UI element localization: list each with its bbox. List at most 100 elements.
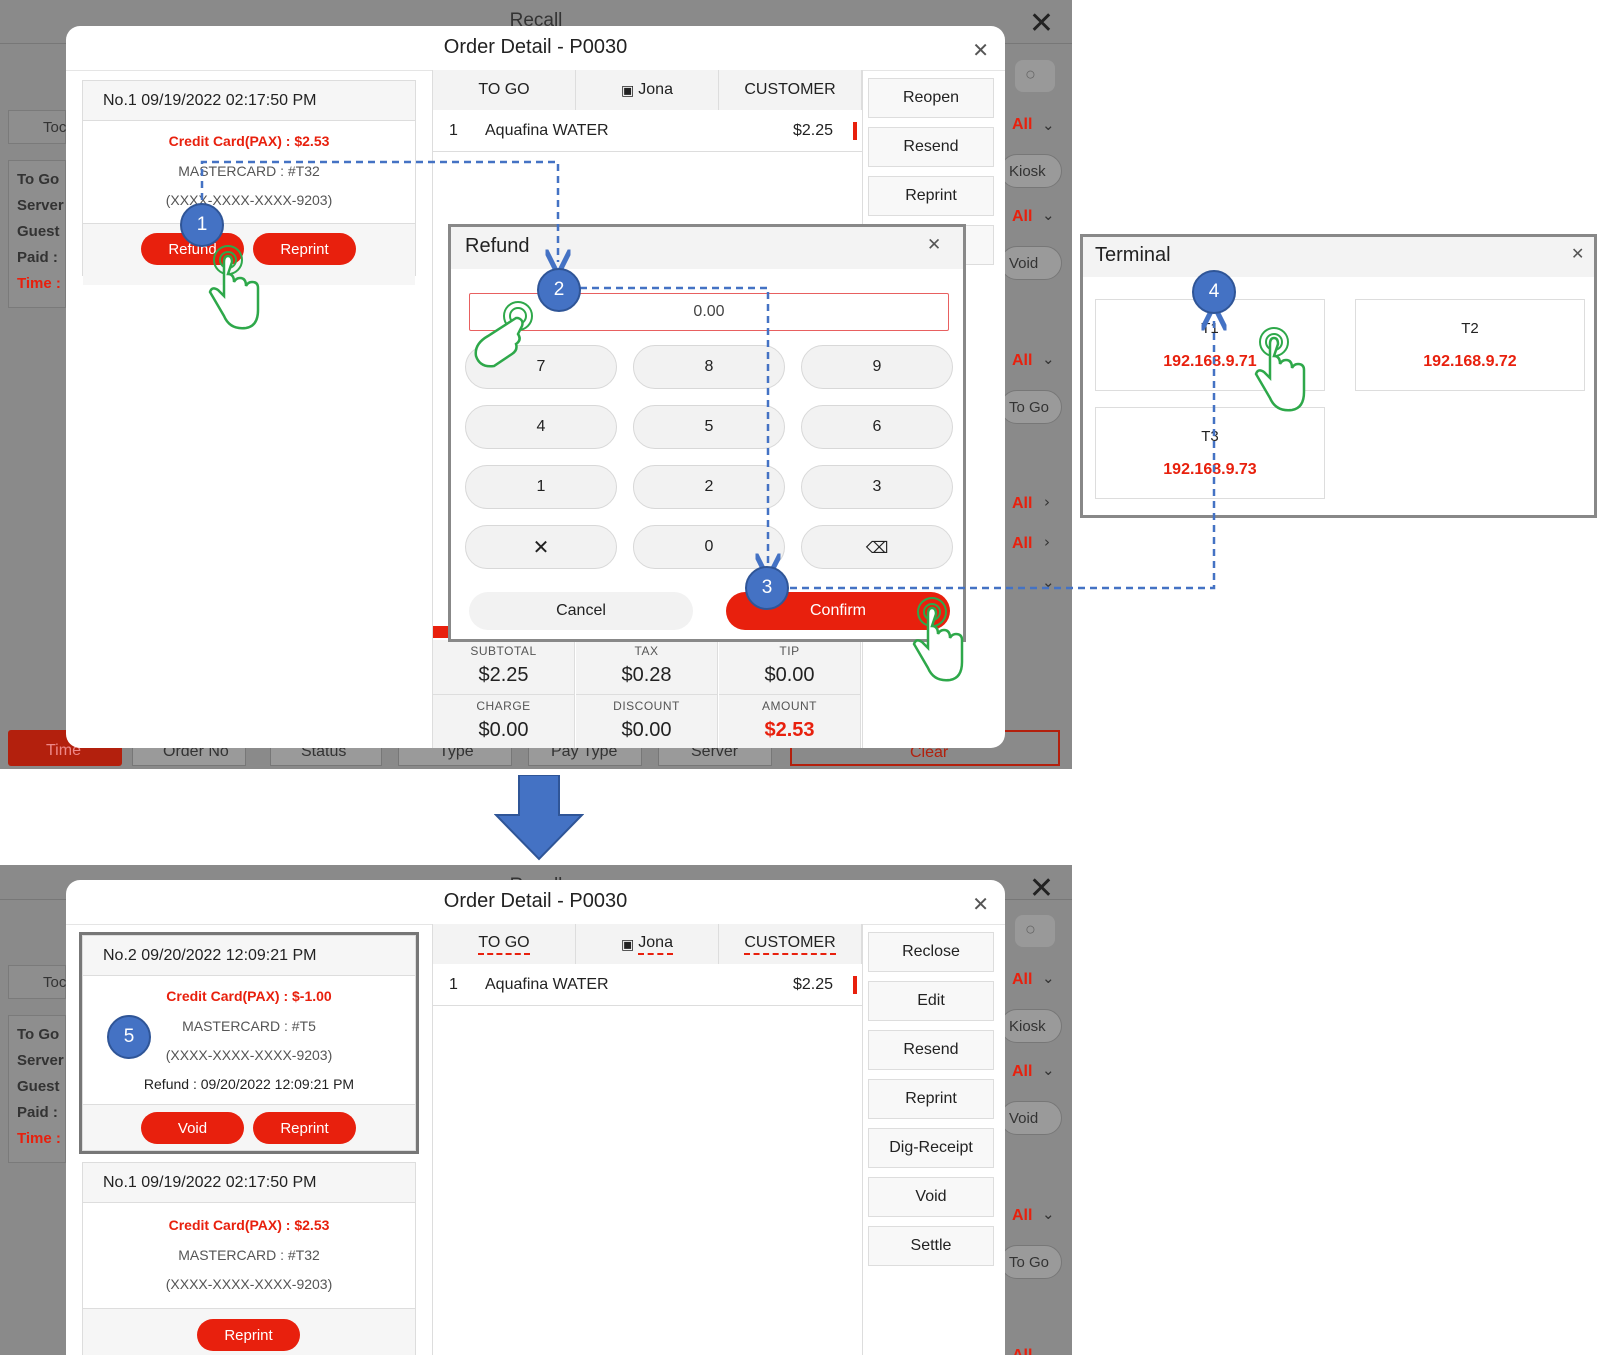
charge-cell: CHARGE$0.00 — [433, 694, 575, 748]
step-1-marker: 1 — [180, 203, 224, 247]
customer-header[interactable]: CUSTOMER — [719, 924, 862, 964]
key-5[interactable]: 5 — [633, 405, 785, 449]
left-tab[interactable]: Toc — [8, 965, 66, 999]
chevron-down-icon[interactable]: ⌄ — [1042, 1205, 1055, 1223]
server-header[interactable]: ▣Jona — [576, 924, 719, 964]
reclose-button[interactable]: Reclose — [868, 932, 994, 972]
void-button[interactable]: Void — [141, 1112, 244, 1144]
dig-receipt-button[interactable]: Dig-Receipt — [868, 1128, 994, 1168]
modal-title: Order Detail - P0030 — [443, 890, 628, 912]
badge-icon: ▣ — [621, 935, 635, 952]
chevron-down-icon[interactable]: ⌄ — [1042, 206, 1055, 224]
payment-method: Credit Card(PAX) : $2.53 — [168, 1217, 330, 1233]
key-9[interactable]: 9 — [801, 345, 953, 389]
backspace-icon[interactable]: ⌫ — [801, 525, 953, 569]
refund-title: Refund — [465, 235, 530, 257]
chevron-right-icon[interactable]: › — [1044, 533, 1050, 551]
pill-void[interactable]: Void — [1000, 246, 1062, 280]
payment-method: Credit Card(PAX) : $-1.00 — [166, 988, 332, 1004]
pill-kiosk[interactable]: Kiosk — [1000, 1009, 1062, 1043]
card-type: MASTERCARD : #T32 — [178, 163, 320, 179]
filter-all[interactable]: All — [1012, 1347, 1032, 1355]
pill-to-go[interactable]: To Go — [1000, 1245, 1062, 1279]
order-item-row[interactable]: 1 Aquafina WATER $2.25 — [433, 110, 862, 152]
card-number: (XXXX-XXXX-XXXX-9203) — [165, 1047, 333, 1063]
step-4-marker: 4 — [1192, 270, 1236, 314]
red-strip — [433, 626, 451, 638]
filter-all[interactable]: All — [1012, 1063, 1033, 1080]
tap-hand-icon — [912, 597, 964, 682]
pill-to-go[interactable]: To Go — [1000, 390, 1062, 424]
close-icon[interactable]: ✕ — [1571, 244, 1585, 263]
close-icon[interactable]: ✕ — [927, 235, 942, 255]
tab-time[interactable]: Time — [8, 730, 122, 766]
order-item-row[interactable]: 1 Aquafina WATER $2.25 — [433, 964, 862, 1006]
filter-all[interactable]: All — [1012, 971, 1033, 988]
card-number: (XXXX-XXXX-XXXX-9203) — [165, 192, 333, 208]
reprint-button[interactable]: Reprint — [197, 1319, 300, 1351]
filter-all[interactable]: All — [1012, 535, 1033, 552]
search-icon[interactable]: ○ — [1015, 915, 1055, 947]
left-info-panel: To Go Server Guest Paid : Time : — [8, 1015, 66, 1163]
chevron-down-icon[interactable]: ⌄ — [1042, 573, 1055, 591]
server-header[interactable]: ▣Jona — [576, 70, 719, 110]
key-2[interactable]: 2 — [633, 465, 785, 509]
bottom-screenshot: Recall ✕ Toc To Go Server Guest Paid : T… — [0, 865, 1072, 1355]
cancel-button[interactable]: Cancel — [469, 592, 693, 630]
tax-cell: TAX$0.28 — [576, 640, 718, 694]
filter-all[interactable]: All — [1012, 352, 1033, 369]
pill-void[interactable]: Void — [1000, 1101, 1062, 1135]
chevron-down-icon[interactable]: ⌄ — [1042, 350, 1055, 368]
chevron-down-icon[interactable]: ⌄ — [1042, 116, 1055, 134]
recall-close-icon[interactable]: ✕ — [1028, 871, 1054, 906]
customer-header[interactable]: CUSTOMER — [719, 70, 862, 110]
reopen-button[interactable]: Reopen — [868, 78, 994, 118]
payment-actions: Void Reprint — [83, 1104, 415, 1150]
filter-all[interactable]: All — [1012, 208, 1033, 225]
divider — [432, 70, 433, 748]
resend-button[interactable]: Resend — [868, 1030, 994, 1070]
close-icon[interactable]: ✕ — [972, 38, 989, 62]
void-button[interactable]: Void — [868, 1177, 994, 1217]
filter-all[interactable]: All — [1012, 1207, 1033, 1224]
key-1[interactable]: 1 — [465, 465, 617, 509]
key-3[interactable]: 3 — [801, 465, 953, 509]
edit-button[interactable]: Edit — [868, 981, 994, 1021]
subtotal-cell: SUBTOTAL$2.25 — [433, 640, 575, 694]
step-5-marker: 5 — [107, 1015, 151, 1059]
resend-button[interactable]: Resend — [868, 127, 994, 167]
filter-all[interactable]: All — [1012, 116, 1033, 133]
key-0[interactable]: 0 — [633, 525, 785, 569]
step-3-marker: 3 — [745, 566, 789, 610]
key-4[interactable]: 4 — [465, 405, 617, 449]
card-number: (XXXX-XXXX-XXXX-9203) — [165, 1276, 333, 1292]
left-info-panel: To Go Server Guest Paid : Time : — [8, 160, 66, 308]
highlight-frame — [79, 932, 419, 1154]
left-tab[interactable]: Toc — [8, 110, 66, 144]
key-8[interactable]: 8 — [633, 345, 785, 389]
close-icon[interactable]: ✕ — [972, 892, 989, 916]
reprint-button[interactable]: Reprint — [868, 1079, 994, 1119]
search-icon[interactable]: ○ — [1015, 60, 1055, 92]
reprint-button[interactable]: Reprint — [253, 1112, 356, 1144]
chevron-down-icon[interactable]: ⌄ — [1042, 1061, 1055, 1079]
reprint-button[interactable]: Reprint — [868, 176, 994, 216]
refund-dialog: Refund ✕ 0.00 7 8 9 4 5 6 1 2 3 ✕ 0 ⌫ Ca… — [448, 224, 966, 642]
chevron-down-icon[interactable]: ⌄ — [1042, 969, 1055, 987]
payment-header: No.1 09/19/2022 02:17:50 PM — [83, 81, 415, 121]
pill-kiosk[interactable]: Kiosk — [1000, 154, 1062, 188]
chevron-right-icon[interactable]: › — [1044, 493, 1050, 511]
reprint-button[interactable]: Reprint — [253, 233, 356, 265]
key-6[interactable]: 6 — [801, 405, 953, 449]
payment-header: No.2 09/20/2022 12:09:21 PM — [83, 936, 415, 976]
tap-hand-icon — [1254, 327, 1306, 412]
amount-cell: AMOUNT$2.53 — [719, 694, 861, 748]
filter-all[interactable]: All — [1012, 495, 1033, 512]
order-type-header[interactable]: TO GO — [433, 70, 576, 110]
settle-button[interactable]: Settle — [868, 1226, 994, 1266]
order-type-header[interactable]: TO GO — [433, 924, 576, 964]
recall-close-icon[interactable]: ✕ — [1028, 6, 1054, 41]
clear-key-icon[interactable]: ✕ — [465, 525, 617, 569]
